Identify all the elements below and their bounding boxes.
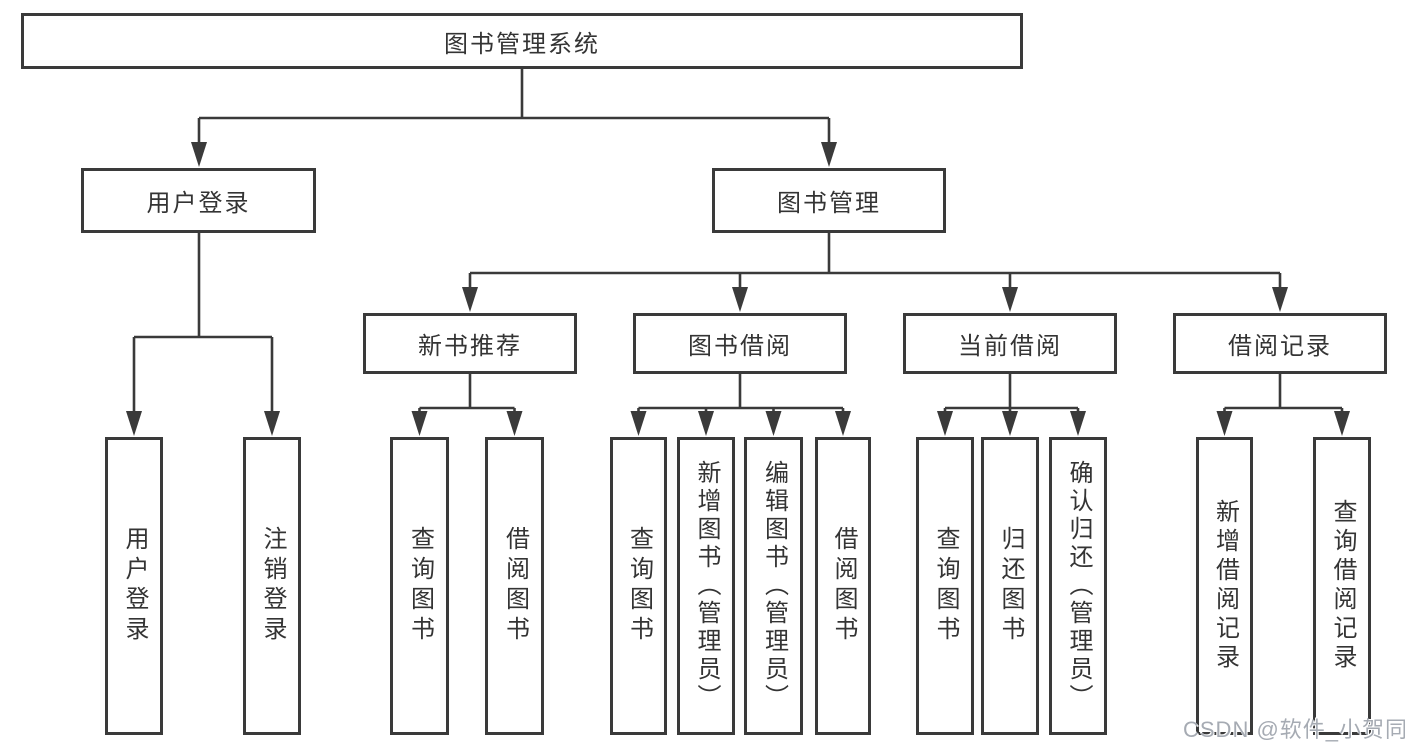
leaf-borrow-books-recommend: 借阅图书 (485, 437, 544, 735)
leaf-return-books: 归还图书 (981, 437, 1039, 735)
leaf-edit-books-admin: 编辑图书（管理员） (744, 437, 803, 735)
csdn-watermark: CSDN @软件_小贺同学 (1183, 717, 1405, 742)
node-new-book-recommendation: 新书推荐 (363, 313, 577, 374)
node-current-borrowing: 当前借阅 (903, 313, 1117, 374)
arrowhead-icons (126, 142, 1350, 436)
leaf-add-borrow-record: 新增借阅记录 (1196, 437, 1253, 735)
leaf-add-books-admin: 新增图书（管理员） (677, 437, 735, 735)
leaf-query-books-recommend: 查询图书 (390, 437, 449, 735)
leaf-logout: 注销登录 (243, 437, 301, 735)
node-book-management-branch: 图书管理 (712, 168, 946, 233)
leaf-user-login: 用户登录 (105, 437, 163, 735)
leaf-query-borrow-record: 查询借阅记录 (1313, 437, 1371, 735)
node-library-management-system: 图书管理系统 (21, 13, 1023, 69)
leaf-confirm-return-admin: 确认归还（管理员） (1049, 437, 1107, 735)
leaf-borrow-books: 借阅图书 (815, 437, 871, 735)
node-user-login-branch: 用户登录 (81, 168, 316, 233)
node-borrowing-records: 借阅记录 (1173, 313, 1387, 374)
leaf-query-books-borrowing: 查询图书 (610, 437, 667, 735)
node-book-borrowing: 图书借阅 (633, 313, 847, 374)
leaf-query-books-current: 查询图书 (916, 437, 974, 735)
